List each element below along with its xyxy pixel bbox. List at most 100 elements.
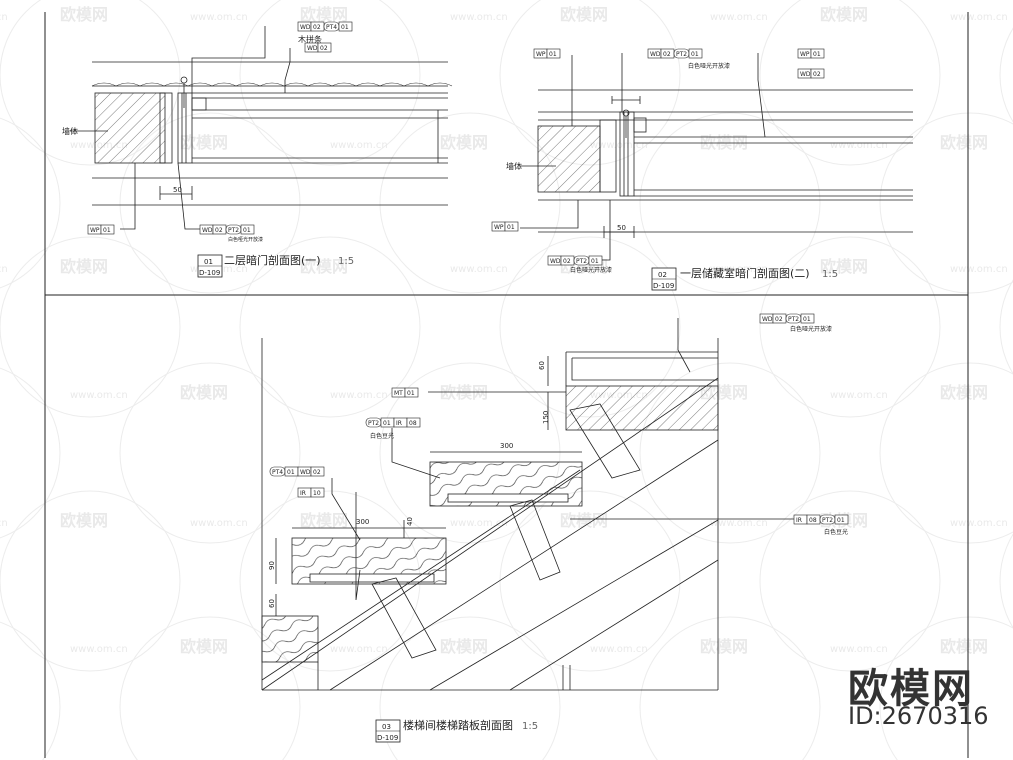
tag-cell: WD: [650, 51, 661, 58]
watermark-logo-text: 欧模网: [700, 133, 748, 152]
watermark-url-text: www.om.cn: [190, 12, 248, 23]
d2-bottom-note: 白色哑光开放漆: [570, 266, 612, 274]
watermark-circle: [0, 490, 181, 672]
watermark-circle: [879, 112, 1013, 294]
watermark-url-text: www.om.cn: [330, 140, 388, 151]
tag-cell: 01: [549, 51, 557, 58]
tag-cell: WP: [800, 51, 810, 58]
watermark-url-text: www.om.cn: [190, 518, 248, 529]
watermark-logo-text: 欧模网: [300, 5, 348, 24]
tag-cell: WD: [800, 71, 811, 78]
watermark-logo-text: 欧模网: [820, 5, 868, 24]
tag-d3-ir10: IR 10: [297, 487, 325, 498]
watermark-circle: [999, 533, 1013, 629]
watermark-url-text: www.om.cn: [950, 518, 1008, 529]
watermark-url-text: www.om.cn: [450, 12, 508, 23]
watermark-logo-text: 欧模网: [300, 511, 348, 530]
watermark-url-text: www.om.cn: [0, 264, 8, 275]
watermark-url-text: www.om.cn: [710, 12, 768, 23]
tag-cell: 02: [563, 258, 571, 265]
tag-cell: 10: [313, 490, 321, 497]
watermark-circle: [879, 362, 1013, 544]
d3-top-note: 白色哑光开放漆: [790, 325, 832, 333]
brand-name: 欧模网: [848, 666, 974, 712]
watermark-logo-text: 欧模网: [180, 637, 228, 656]
watermark-circle: [119, 112, 301, 294]
tag-cell: 02: [663, 51, 671, 58]
watermark-circle: [0, 367, 61, 539]
d2-wall-label: 墙体: [506, 161, 522, 171]
watermark-logo-text: 欧模网: [180, 133, 228, 152]
detail-number-01: 01: [204, 258, 213, 266]
d3-dim-150: 150: [542, 411, 550, 424]
watermark-url-text: www.om.cn: [330, 390, 388, 401]
d1-dim: 50: [173, 186, 182, 194]
tag-cell: 02: [813, 71, 821, 78]
d3-right-note: 白色豆光: [824, 528, 848, 536]
tag-cell: IR: [796, 517, 802, 524]
tag-cell: 01: [287, 469, 295, 476]
tag-cell: PT2: [576, 258, 587, 265]
tag-cell: IR: [300, 490, 306, 497]
tag-cell: 01: [507, 224, 515, 231]
watermark-logo-text: 欧模网: [440, 383, 488, 402]
tag-cell: WP: [494, 224, 504, 231]
d2-mid-note: 白色哑光开放漆: [688, 62, 730, 70]
watermark-url-text: www.om.cn: [70, 644, 128, 655]
tag-cell: WD: [550, 258, 561, 265]
tag-cell: WD: [300, 469, 311, 476]
detail-title-text-01: 二层暗门剖面图(一): [224, 253, 321, 267]
watermark-circle: [639, 362, 821, 544]
tag-cell: WD: [202, 227, 213, 234]
detail-scale-01: 1:5: [338, 256, 354, 267]
tag-cell: 01: [813, 51, 821, 58]
detail-title-02: 02 D-109 一层储藏室暗门剖面图(二) 1:5: [651, 266, 838, 291]
tag-cell: 08: [809, 517, 817, 524]
d3-dim-300-lower: 300: [356, 518, 369, 526]
watermark-url-text: www.om.cn: [710, 518, 768, 529]
d1-wall-label: 墙体: [62, 126, 78, 136]
detail-title-01: 01 D-109 二层暗门剖面图(一) 1:5: [197, 253, 354, 278]
d2-dim: 50: [617, 224, 626, 232]
watermark-logo-text: 欧模网: [560, 511, 608, 530]
watermark-url-text: www.om.cn: [0, 12, 8, 23]
watermark-circle: [0, 621, 61, 760]
watermark-url-text: www.om.cn: [450, 264, 508, 275]
watermark-logo-text: 欧模网: [820, 257, 868, 276]
brand-id: ID:2670316: [848, 702, 989, 730]
d1-top-note: 木拼条: [298, 34, 322, 44]
tag-cell: 08: [409, 420, 417, 427]
detail-number-02: 02: [658, 271, 667, 279]
watermark-circle: [879, 616, 1013, 760]
tag-cell: 01: [837, 517, 845, 524]
watermark-circle: [119, 362, 301, 544]
watermark-logo-text: 欧模网: [940, 637, 988, 656]
watermark-circle: [379, 616, 561, 760]
watermark-url-text: www.om.cn: [830, 390, 888, 401]
watermark-logo-text: 欧模网: [60, 5, 108, 24]
tag-cell: WD: [300, 24, 311, 31]
watermark-url-text: www.om.cn: [590, 644, 648, 655]
brand-watermark: 欧模网 ID:2670316: [848, 656, 1008, 736]
detail-sheet-03: D-109: [377, 734, 398, 742]
watermark-circle: [499, 490, 681, 672]
sheet-border: [44, 12, 969, 758]
d3-dim-60-top: 60: [538, 361, 546, 370]
tag-cell: PT2: [228, 227, 239, 234]
watermark-url-text: www.om.cn: [950, 12, 1008, 23]
watermark-logo-text: 欧模网: [940, 133, 988, 152]
tag-cell: 02: [313, 469, 321, 476]
d3-ptir-note: 白色豆光: [370, 432, 394, 440]
detail-01: [70, 26, 453, 230]
tag-cell: PT4: [272, 469, 283, 476]
watermark-logo-text: 欧模网: [180, 383, 228, 402]
detail-title-text-02: 一层储藏室暗门剖面图(二): [680, 266, 810, 280]
watermark-url-text: www.om.cn: [830, 140, 888, 151]
watermark-url-text: www.om.cn: [590, 140, 648, 151]
